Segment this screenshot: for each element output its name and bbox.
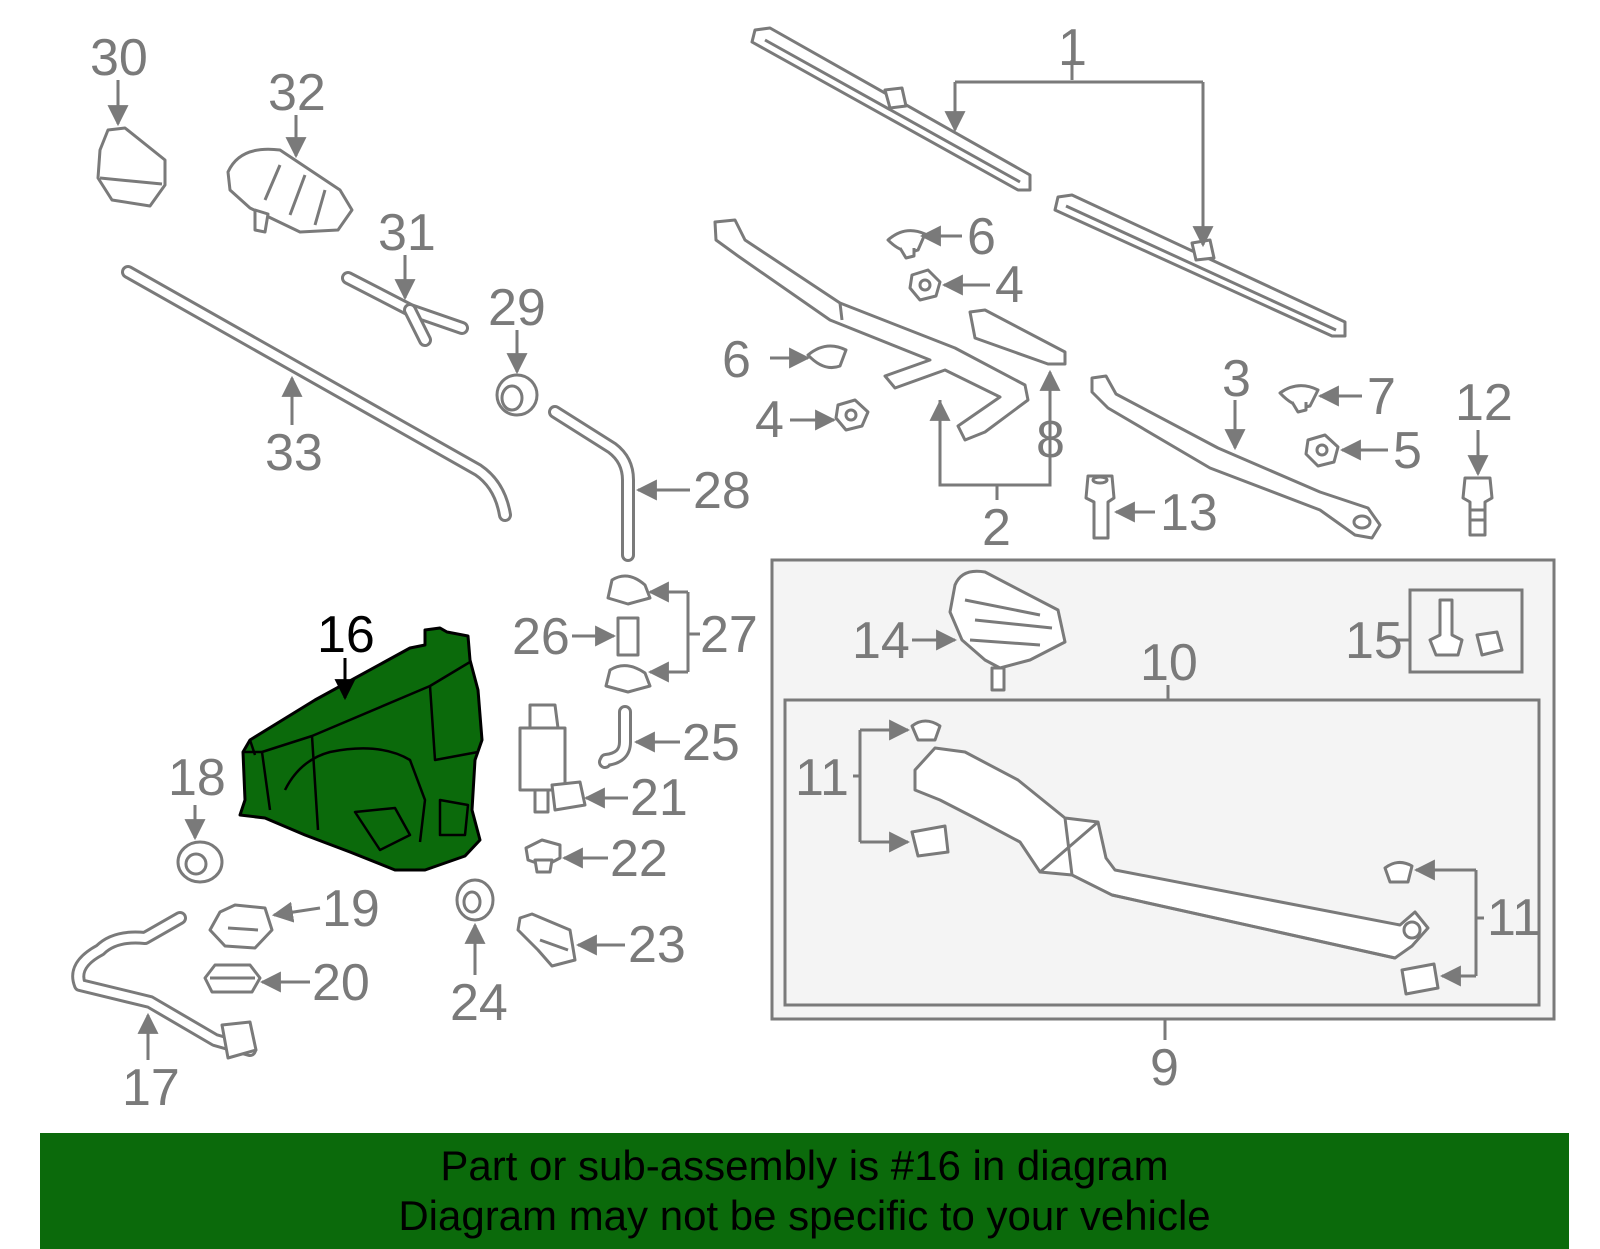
- hardware-bolt-15[interactable]: [1428, 598, 1464, 657]
- callout-2: 2: [982, 499, 1011, 557]
- collar-20[interactable]: [203, 963, 262, 994]
- nut-4-upper[interactable]: [908, 268, 942, 302]
- callout-27: 27: [700, 606, 758, 664]
- cap-7[interactable]: [1278, 384, 1320, 414]
- callout-11a: 11: [795, 749, 849, 807]
- spacer-26[interactable]: [616, 616, 640, 657]
- grommet-22[interactable]: [524, 838, 562, 874]
- wiper-linkage-frame[interactable]: [913, 746, 1430, 960]
- hardware-nut-15[interactable]: [1475, 630, 1504, 657]
- callout-4a: 4: [995, 256, 1024, 314]
- wiper-arm-left[interactable]: [713, 218, 1030, 442]
- callout-6a: 6: [967, 208, 996, 266]
- callout-15: 15: [1345, 612, 1403, 670]
- washer-pump-21[interactable]: [518, 703, 587, 814]
- callout-9: 9: [1150, 1039, 1179, 1097]
- callout-7: 7: [1367, 368, 1396, 426]
- cap-6-upper[interactable]: [886, 229, 927, 260]
- wiper-blade-right[interactable]: [1053, 193, 1347, 338]
- hose-28[interactable]: [548, 405, 635, 562]
- hose-33[interactable]: [121, 265, 512, 522]
- callout-4b: 4: [755, 391, 784, 449]
- cap-19[interactable]: [208, 903, 274, 950]
- callout-12: 12: [1455, 374, 1513, 432]
- callout-19: 19: [322, 880, 380, 938]
- clip-27-upper[interactable]: [606, 574, 652, 606]
- callout-11b: 11: [1487, 889, 1541, 947]
- callout-16: 16: [317, 606, 375, 664]
- grommet-24[interactable]: [455, 878, 495, 922]
- bolt-12[interactable]: [1461, 476, 1494, 537]
- callout-23: 23: [628, 916, 686, 974]
- sensor-23[interactable]: [516, 912, 577, 968]
- leader-11-right: [1474, 870, 1484, 976]
- leader-27: [686, 592, 700, 672]
- banner-line-1: Part or sub-assembly is #16 in diagram: [440, 1142, 1169, 1189]
- callout-32: 32: [268, 64, 326, 122]
- grommet-18[interactable]: [176, 840, 224, 884]
- callout-22: 22: [610, 830, 668, 888]
- callout-25: 25: [682, 714, 740, 772]
- callout-17: 17: [122, 1059, 180, 1117]
- callout-26: 26: [512, 608, 570, 666]
- washer-reservoir-16[interactable]: [238, 626, 484, 872]
- grommet-11-c[interactable]: [1383, 861, 1414, 884]
- wiper-motor[interactable]: [948, 569, 1067, 692]
- callout-13: 13: [1160, 484, 1218, 542]
- callout-3: 3: [1222, 350, 1251, 408]
- cap-6-lower[interactable]: [806, 344, 848, 370]
- grommet-29[interactable]: [495, 373, 539, 417]
- callout-30: 30: [90, 29, 148, 87]
- assembly-box-10: [783, 698, 1541, 1007]
- cap-30[interactable]: [96, 126, 167, 208]
- grommet-11-d[interactable]: [1400, 962, 1440, 996]
- nut-4-lower[interactable]: [834, 398, 870, 432]
- info-banner: Part or sub-assembly is #16 in diagram D…: [40, 1133, 1569, 1249]
- callout-8: 8: [1036, 411, 1065, 469]
- arm-cover[interactable]: [968, 308, 1067, 366]
- callout-24: 24: [450, 974, 508, 1032]
- nut-5[interactable]: [1304, 433, 1340, 468]
- bolt-13[interactable]: [1084, 474, 1116, 540]
- callout-28: 28: [693, 462, 751, 520]
- leader-11-left: [853, 730, 862, 842]
- callout-6b: 6: [722, 331, 751, 389]
- wiper-blade-left[interactable]: [750, 26, 1032, 192]
- callout-18: 18: [168, 749, 226, 807]
- filler-neck-17[interactable]: [71, 911, 258, 1060]
- wiper-arm-right[interactable]: [1090, 374, 1382, 540]
- elbow-25[interactable]: [598, 705, 632, 769]
- leader-19: [271, 901, 321, 923]
- clip-27-lower[interactable]: [604, 664, 652, 694]
- callout-1: 1: [1058, 19, 1087, 77]
- cover-32[interactable]: [226, 147, 354, 234]
- callout-20: 20: [312, 954, 370, 1012]
- callout-14: 14: [852, 612, 910, 670]
- callout-33: 33: [265, 424, 323, 482]
- grommet-11-b[interactable]: [910, 824, 950, 858]
- callout-5: 5: [1393, 422, 1422, 480]
- banner-line-2: Diagram may not be specific to your vehi…: [398, 1192, 1211, 1239]
- callout-31: 31: [378, 204, 436, 262]
- callout-21: 21: [630, 769, 688, 827]
- leader-1: [955, 80, 1203, 84]
- hardware-box-15: [1408, 588, 1524, 674]
- callout-29: 29: [488, 279, 546, 337]
- hose-connector-31[interactable]: [341, 271, 469, 347]
- callout-10: 10: [1140, 634, 1198, 692]
- grommet-11-a[interactable]: [910, 719, 942, 742]
